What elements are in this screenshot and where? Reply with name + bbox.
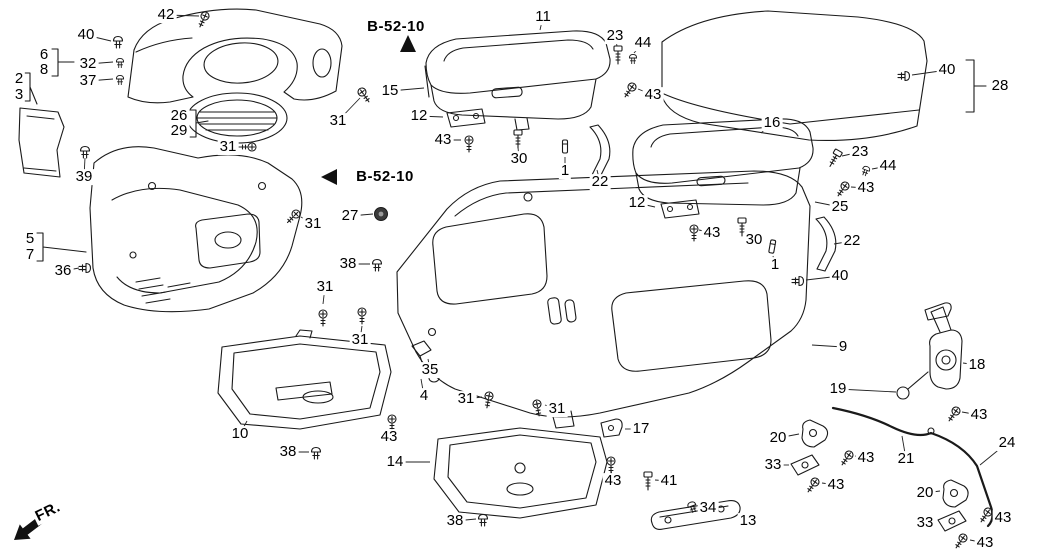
part-upper-garnish: [127, 8, 343, 104]
part-callout: 34: [697, 499, 719, 517]
part-callout: 8: [37, 61, 51, 79]
part-callout: 28: [989, 77, 1011, 95]
part-callout: 3: [12, 86, 26, 104]
part-callout: 14: [384, 453, 406, 471]
part-callout: 43: [974, 534, 996, 552]
ref-arrow-left: [321, 169, 337, 185]
part-callout: 43: [432, 131, 454, 149]
part-hinge-left: [446, 108, 486, 128]
part-callout: 12: [626, 194, 648, 212]
part-callout: 24: [996, 434, 1018, 452]
part-callout: 38: [277, 443, 299, 461]
part-callout: 26: [168, 107, 190, 125]
part-callout: 31: [217, 138, 239, 156]
part-callout: 1: [768, 256, 782, 274]
part-strap-left: [589, 124, 611, 180]
part-callout: 5: [23, 230, 37, 248]
part-callout: 40: [829, 267, 851, 285]
part-callout: 2: [12, 70, 26, 88]
part-callout: 27: [339, 207, 361, 225]
part-callout: 22: [589, 173, 611, 191]
part-callout: 39: [73, 168, 95, 186]
part-callout: 25: [829, 198, 851, 216]
part-callout: 33: [914, 514, 936, 532]
part-callout: 44: [632, 34, 654, 52]
part-callout: 31: [455, 390, 477, 408]
part-callout: 37: [77, 72, 99, 90]
part-callout: 29: [168, 122, 190, 140]
part-callout: 13: [737, 512, 759, 530]
part-callout: 43: [825, 476, 847, 494]
part-callout: 9: [836, 338, 850, 356]
part-callout: 40: [75, 26, 97, 44]
part-callout: 31: [327, 112, 349, 130]
part-callout: 43: [642, 86, 664, 104]
part-small-bracket-17: [600, 418, 623, 438]
ref-arrow-up: [400, 35, 416, 52]
part-callout: 23: [849, 143, 871, 161]
part-callout: 11: [533, 8, 553, 26]
part-hinge-right: [660, 199, 700, 219]
part-quarter-trim-panel: [89, 146, 303, 313]
part-callout: 6: [37, 46, 51, 64]
part-callout: 19: [827, 380, 849, 398]
part-rear-panel: [661, 10, 928, 141]
part-callout: 17: [630, 420, 652, 438]
part-callout: 4: [417, 387, 431, 405]
part-callout: 41: [658, 472, 680, 490]
part-strap-right: [815, 216, 837, 272]
part-belt-retractor: [896, 302, 963, 400]
part-callout: 38: [444, 512, 466, 530]
part-callout: 36: [52, 262, 74, 280]
part-lid-right: [632, 118, 814, 206]
part-lid-left: [424, 30, 611, 131]
part-pocket-bin-left: [217, 329, 392, 430]
part-callout: 1: [558, 162, 572, 180]
part-callout: 30: [508, 150, 530, 168]
part-rear-shelf: [396, 170, 811, 429]
part-callout: 16: [761, 114, 783, 132]
part-callout: 42: [155, 6, 177, 24]
part-callout: 22: [841, 232, 863, 250]
part-callout: 10: [229, 425, 251, 443]
diagram-ref-label: B-52-10: [354, 168, 416, 186]
part-callout: 30: [743, 231, 765, 249]
part-side-lining: [18, 107, 65, 178]
part-callout: 43: [855, 449, 877, 467]
part-callout: 31: [546, 400, 568, 418]
part-callout: 20: [767, 429, 789, 447]
part-callout: 20: [914, 484, 936, 502]
part-callout: 44: [877, 157, 899, 175]
part-pocket-bin-center: [433, 427, 608, 519]
part-callout: 43: [378, 428, 400, 446]
part-callout: 21: [895, 450, 917, 468]
part-callout: 43: [855, 179, 877, 197]
part-callout: 31: [314, 278, 336, 296]
part-callout: 40: [936, 61, 958, 79]
part-callout: 12: [408, 107, 430, 125]
part-callout: 31: [349, 331, 371, 349]
callout-brackets: [23, 48, 987, 262]
part-callout: 43: [992, 509, 1014, 527]
part-callout: 43: [602, 472, 624, 490]
part-callout: 32: [77, 55, 99, 73]
part-callout: 43: [701, 224, 723, 242]
part-callout: 33: [762, 456, 784, 474]
part-callout: 35: [419, 361, 441, 379]
part-callout: 23: [604, 27, 626, 45]
diagram-ref-label: FR.: [31, 498, 65, 526]
part-callout: 43: [968, 406, 990, 424]
part-callout: 38: [337, 255, 359, 273]
diagram-ref-label: B-52-10: [365, 18, 427, 36]
part-callout: 7: [23, 246, 37, 264]
part-belt-anchors: [790, 419, 969, 532]
part-callout: 15: [379, 82, 401, 100]
part-callout: 31: [302, 215, 324, 233]
part-callout: 18: [966, 356, 988, 374]
